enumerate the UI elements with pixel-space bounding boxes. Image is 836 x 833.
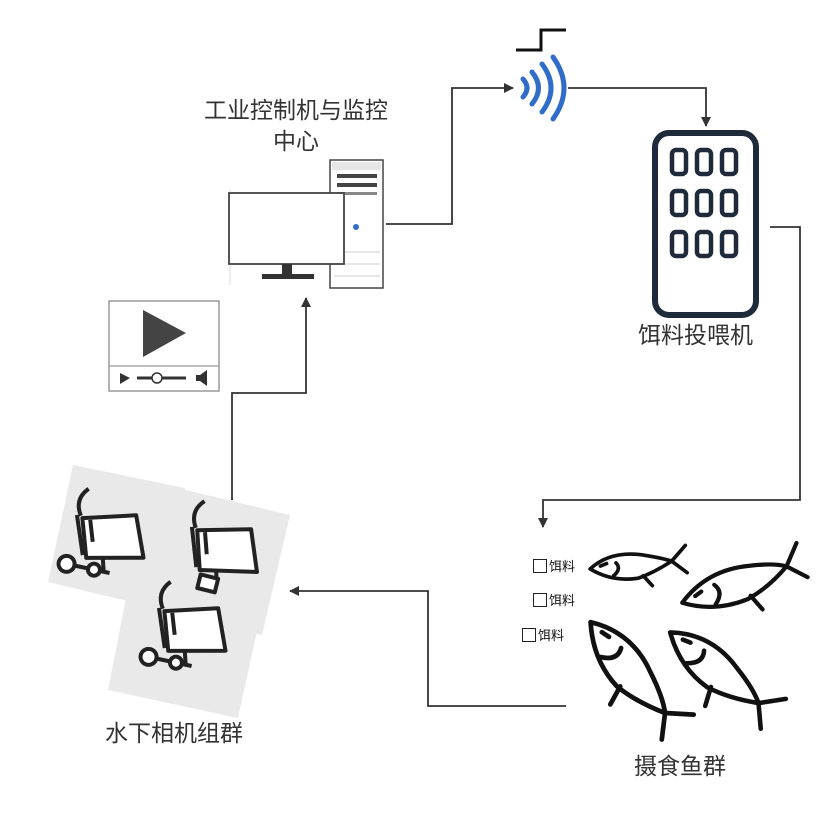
feed-box-icon — [533, 559, 547, 573]
feed-box-icon — [522, 628, 536, 642]
arrow-signal-to-feeder — [568, 87, 711, 127]
feed-label: 饵料 — [538, 629, 565, 644]
fish-icon — [588, 543, 690, 588]
feed-box-icon — [533, 593, 547, 607]
arrow-computer-to-signal — [386, 83, 514, 225]
fish-label: 摄食鱼群 — [634, 754, 726, 780]
camera-photo-3 — [108, 578, 262, 718]
camera-group-label: 水下相机组群 — [105, 721, 243, 747]
feeder-label: 饵料投喂机 — [638, 323, 753, 349]
control-center-label: 工业控制机与监控中心 — [204, 98, 388, 156]
arrow-cameras-to-computer — [231, 297, 311, 500]
feed-item: 饵料 — [533, 590, 575, 609]
fish-icon — [680, 540, 810, 612]
feed-item: 饵料 — [522, 625, 564, 644]
camera-group — [48, 465, 290, 718]
camera-icon — [189, 499, 259, 595]
feeder-machine-icon — [652, 130, 759, 318]
video-player-icon — [108, 300, 220, 392]
fish-icon — [667, 630, 789, 732]
feed-label: 饵料 — [549, 560, 576, 575]
camera-icon — [138, 580, 228, 671]
feed-label: 饵料 — [549, 594, 576, 609]
fish-icon — [588, 619, 697, 742]
arrow-feeder-to-fish — [538, 226, 801, 528]
computer-icon — [228, 159, 384, 289]
arrow-fish-to-cameras — [289, 586, 566, 707]
camera-icon — [56, 487, 146, 578]
wireless-signal-icon — [516, 28, 567, 122]
feed-item: 饵料 — [533, 556, 575, 575]
fish-group — [588, 540, 810, 742]
